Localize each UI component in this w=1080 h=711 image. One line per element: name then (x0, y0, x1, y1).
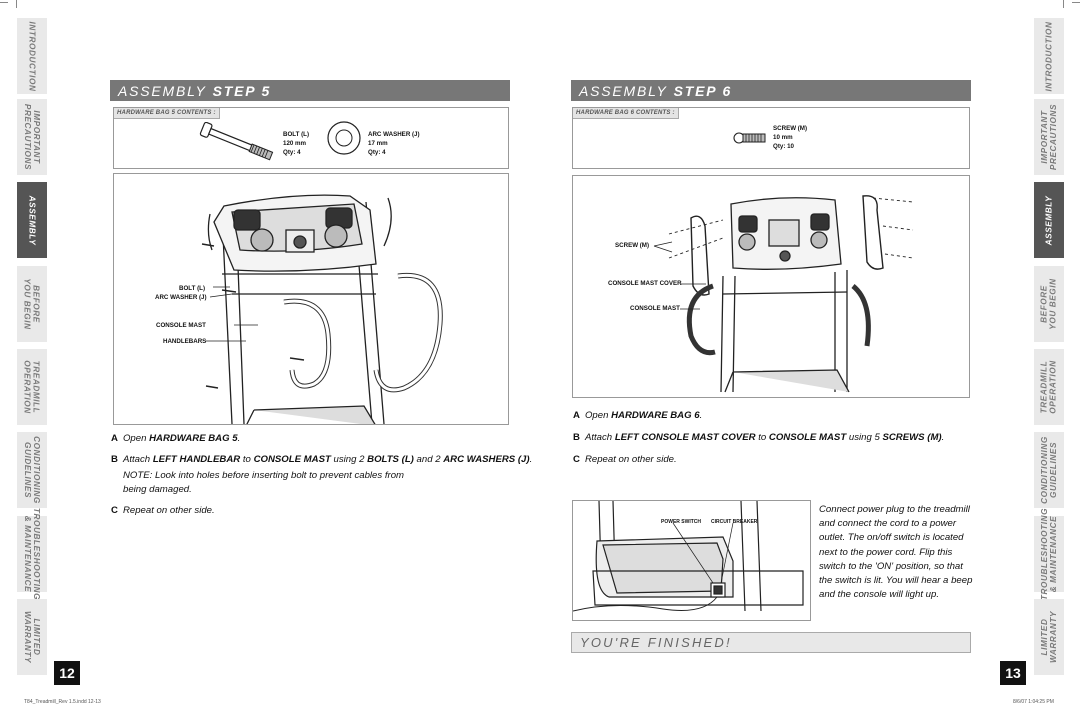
console-cover-drawing (668, 195, 914, 393)
tab-treadmill-operation[interactable]: TREADMILL OPERATION (1034, 349, 1064, 425)
treadmill-console-drawing (201, 194, 443, 424)
tab-introduction[interactable]: INTRODUCTION (1034, 18, 1064, 94)
crop-mark (16, 0, 17, 8)
callout-console-mast: CONSOLE MAST (630, 305, 680, 312)
step-number: STEP 6 (673, 82, 733, 99)
bolt-size: 120 mm (283, 140, 307, 147)
callout-leaders (205, 286, 258, 342)
bolt-icon (199, 122, 274, 161)
washer-spec: ARC WASHER (J) 17 mm Qty: 4 (368, 130, 420, 157)
step5-illustration (113, 173, 509, 425)
step6-illustration (572, 175, 970, 398)
callout-circuit-breaker: CIRCUIT BREAKER (711, 519, 758, 525)
tab-conditioning-guidelines[interactable]: CONDITIONING GUIDELINES (17, 432, 47, 508)
hardware-label: HARDWARE BAG 5 CONTENTS : (114, 108, 220, 119)
tab-introduction[interactable]: INTRODUCTION (17, 18, 47, 94)
washer-icon (327, 121, 361, 155)
callout-washer: ARC WASHER (J) (155, 294, 207, 301)
crop-mark (1072, 2, 1080, 3)
callout-leaders (653, 241, 706, 310)
crop-mark (1063, 0, 1064, 8)
power-instructions: Connect power plug to the treadmill and … (819, 503, 972, 602)
power-text-line: and connect the cord to a power (819, 518, 957, 530)
power-text-line: next to the power cord. Flip this (819, 546, 953, 558)
screw-qty: Qty: 10 (773, 143, 794, 150)
tab-assembly[interactable]: ASSEMBLY (17, 182, 47, 258)
tab-treadmill-operation[interactable]: TREADMILL OPERATION (17, 349, 47, 425)
step-header-label: ASSEMBLY (118, 82, 207, 99)
power-switch-drawing (573, 501, 804, 612)
step-number: STEP 5 (212, 82, 272, 99)
step-b-note: NOTE: Look into holes before inserting b… (123, 470, 405, 481)
hardware-box: HARDWARE BAG 5 CONTENTS : BOLT (L) 120 m… (113, 107, 509, 169)
power-text-line: Connect power plug to the treadmill (819, 504, 970, 515)
power-text-line: the switch is lit. You will hear a beep (819, 575, 973, 587)
tab-important-precautions[interactable]: IMPORTANT PRECAUTIONS (17, 99, 47, 175)
hardware-label: HARDWARE BAG 6 CONTENTS : (573, 108, 679, 119)
tab-limited-warranty[interactable]: LIMITED WARRANTY (17, 599, 47, 675)
tab-before-you-begin[interactable]: BEFORE YOU BEGIN (17, 266, 47, 342)
tab-before-you-begin[interactable]: BEFORE YOU BEGIN (1034, 266, 1064, 342)
power-text-line: and the console will light up. (819, 589, 939, 601)
power-text-line: switch to the 'ON' position, so that (819, 560, 963, 572)
callout-console-mast: CONSOLE MAST (156, 322, 206, 329)
tab-important-precautions[interactable]: IMPORTANT PRECAUTIONS (1034, 99, 1064, 175)
crop-mark (0, 2, 8, 3)
screw-size: 10 mm (773, 134, 793, 141)
hardware-box: HARDWARE BAG 6 CONTENTS : SCREW (M) 10 m… (572, 107, 970, 169)
washer-name: ARC WASHER (J) (368, 131, 420, 138)
tab-conditioning-guidelines[interactable]: CONDITIONING GUIDELINES (1034, 432, 1064, 508)
tab-troubleshooting[interactable]: TROUBLESHOOTING & MAINTENANCE (1034, 508, 1064, 600)
callout-power-switch: POWER SWITCH (661, 519, 701, 525)
tab-assembly[interactable]: ASSEMBLY (1034, 182, 1064, 258)
screw-spec: SCREW (M) 10 mm Qty: 10 (773, 124, 807, 151)
bolt-spec: BOLT (L) 120 mm Qty: 4 (283, 130, 309, 157)
step-header-label: ASSEMBLY (579, 82, 668, 99)
callout-handlebars: HANDLEBARS (163, 338, 207, 345)
step-b-note-2: being damaged. (123, 484, 192, 495)
footer-file: T84_Treadmill_Rev 1.5.indd 12-13 (24, 699, 101, 705)
finished-banner: YOU'RE FINISHED! (571, 632, 971, 653)
washer-size: 17 mm (368, 140, 388, 147)
step-header: ASSEMBLY STEP 5 (110, 80, 510, 101)
callout-console-mast-cover: CONSOLE MAST COVER (608, 280, 682, 287)
power-text-line: outlet. The on/off switch is located (819, 532, 964, 544)
callout-bolt: BOLT (L) (179, 285, 205, 292)
callout-screw: SCREW (M) (615, 242, 650, 249)
bolt-qty: Qty: 4 (283, 149, 301, 156)
page-number: 13 (1000, 661, 1026, 685)
bolt-name: BOLT (L) (283, 131, 309, 138)
page-number: 12 (54, 661, 80, 685)
washer-qty: Qty: 4 (368, 149, 386, 156)
screw-icon (733, 132, 766, 144)
tab-limited-warranty[interactable]: LIMITED WARRANTY (1034, 599, 1064, 675)
power-illustration: POWER SWITCH CIRCUIT BREAKER (572, 500, 811, 621)
step-header: ASSEMBLY STEP 6 (571, 80, 971, 101)
screw-name: SCREW (M) (773, 125, 808, 132)
tab-troubleshooting[interactable]: TROUBLESHOOTING & MAINTENANCE (17, 508, 47, 600)
footer-timestamp: 8/6/07 1:04:25 PM (1013, 699, 1054, 705)
